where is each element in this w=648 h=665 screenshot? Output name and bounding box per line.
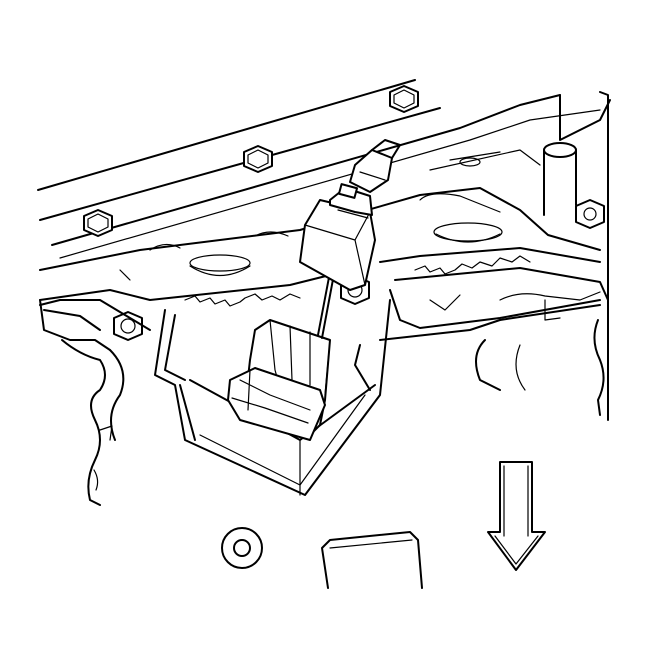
bolt-head-icon	[113, 311, 143, 341]
engine-block-body	[39, 149, 609, 301]
left-side-bracket	[39, 299, 151, 506]
lower-right-housing	[379, 289, 605, 416]
bolt-head-icon	[83, 209, 113, 237]
bolt-head-icon	[243, 145, 273, 173]
electrical-connector	[299, 183, 376, 291]
arrow-down-icon	[487, 461, 546, 571]
knock-sensor	[227, 319, 331, 441]
sensor-mount-pocket	[154, 299, 391, 496]
right-stud-bracket	[543, 142, 605, 229]
washer-icon	[221, 527, 263, 569]
harness-plug	[349, 139, 401, 193]
shield-tab	[321, 531, 423, 589]
sensor-wire	[317, 271, 335, 339]
upper-flange-rail	[37, 79, 611, 421]
bolt-head-icon	[389, 85, 419, 113]
gasket-serration	[184, 255, 531, 307]
